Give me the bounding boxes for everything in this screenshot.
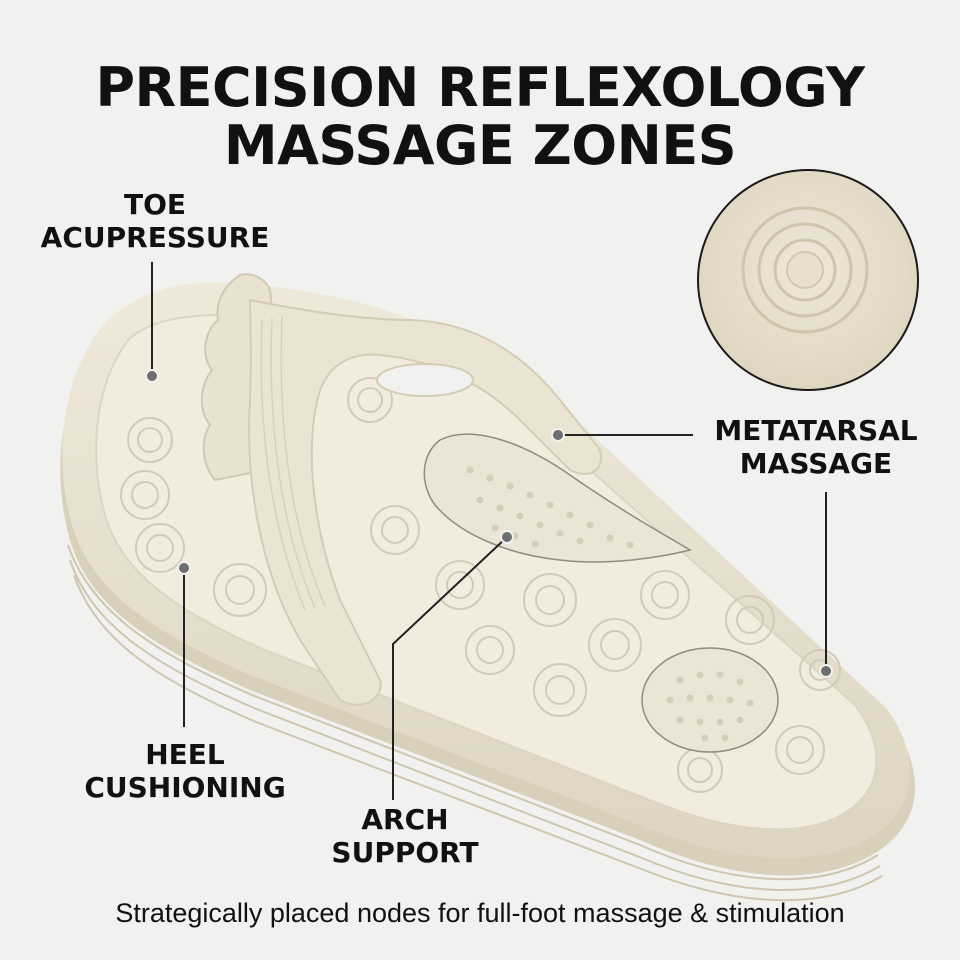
page-title-line-1: PRECISION REFLEXOLOGY <box>95 56 865 119</box>
callout-metatarsal-massage: METATARSAL MASSAGE <box>700 414 932 480</box>
footbed-massage-nodes <box>120 377 841 793</box>
concentric-massage-node-icon <box>741 206 869 334</box>
callout-arch-line-1: ARCH <box>361 803 449 836</box>
heel-zone <box>641 647 779 753</box>
callout-heel-line-2: CUSHIONING <box>84 771 286 804</box>
footer-caption: Strategically placed nodes for full-foot… <box>115 898 845 928</box>
callout-lines <box>145 262 833 800</box>
zoom-inset <box>697 169 919 391</box>
callout-toe-line-1: TOE <box>123 188 187 221</box>
callout-metatarsal-line-1: METATARSAL <box>714 414 918 447</box>
slipper-strap <box>248 298 602 706</box>
callout-metatarsal-line-2: MASSAGE <box>739 447 893 480</box>
callout-arch-line-2: SUPPORT <box>331 836 479 869</box>
callout-toe-line-2: ACUPRESSURE <box>40 221 270 254</box>
page-title-line-2: MASSAGE ZONES <box>223 114 737 177</box>
callout-toe-acupressure: TOE ACUPRESSURE <box>35 188 275 254</box>
callout-heel-line-1: HEEL <box>145 738 225 771</box>
callout-arch-support: ARCH SUPPORT <box>330 803 480 869</box>
callout-heel-cushioning: HEEL CUSHIONING <box>70 738 300 804</box>
metatarsal-zone <box>423 433 692 563</box>
